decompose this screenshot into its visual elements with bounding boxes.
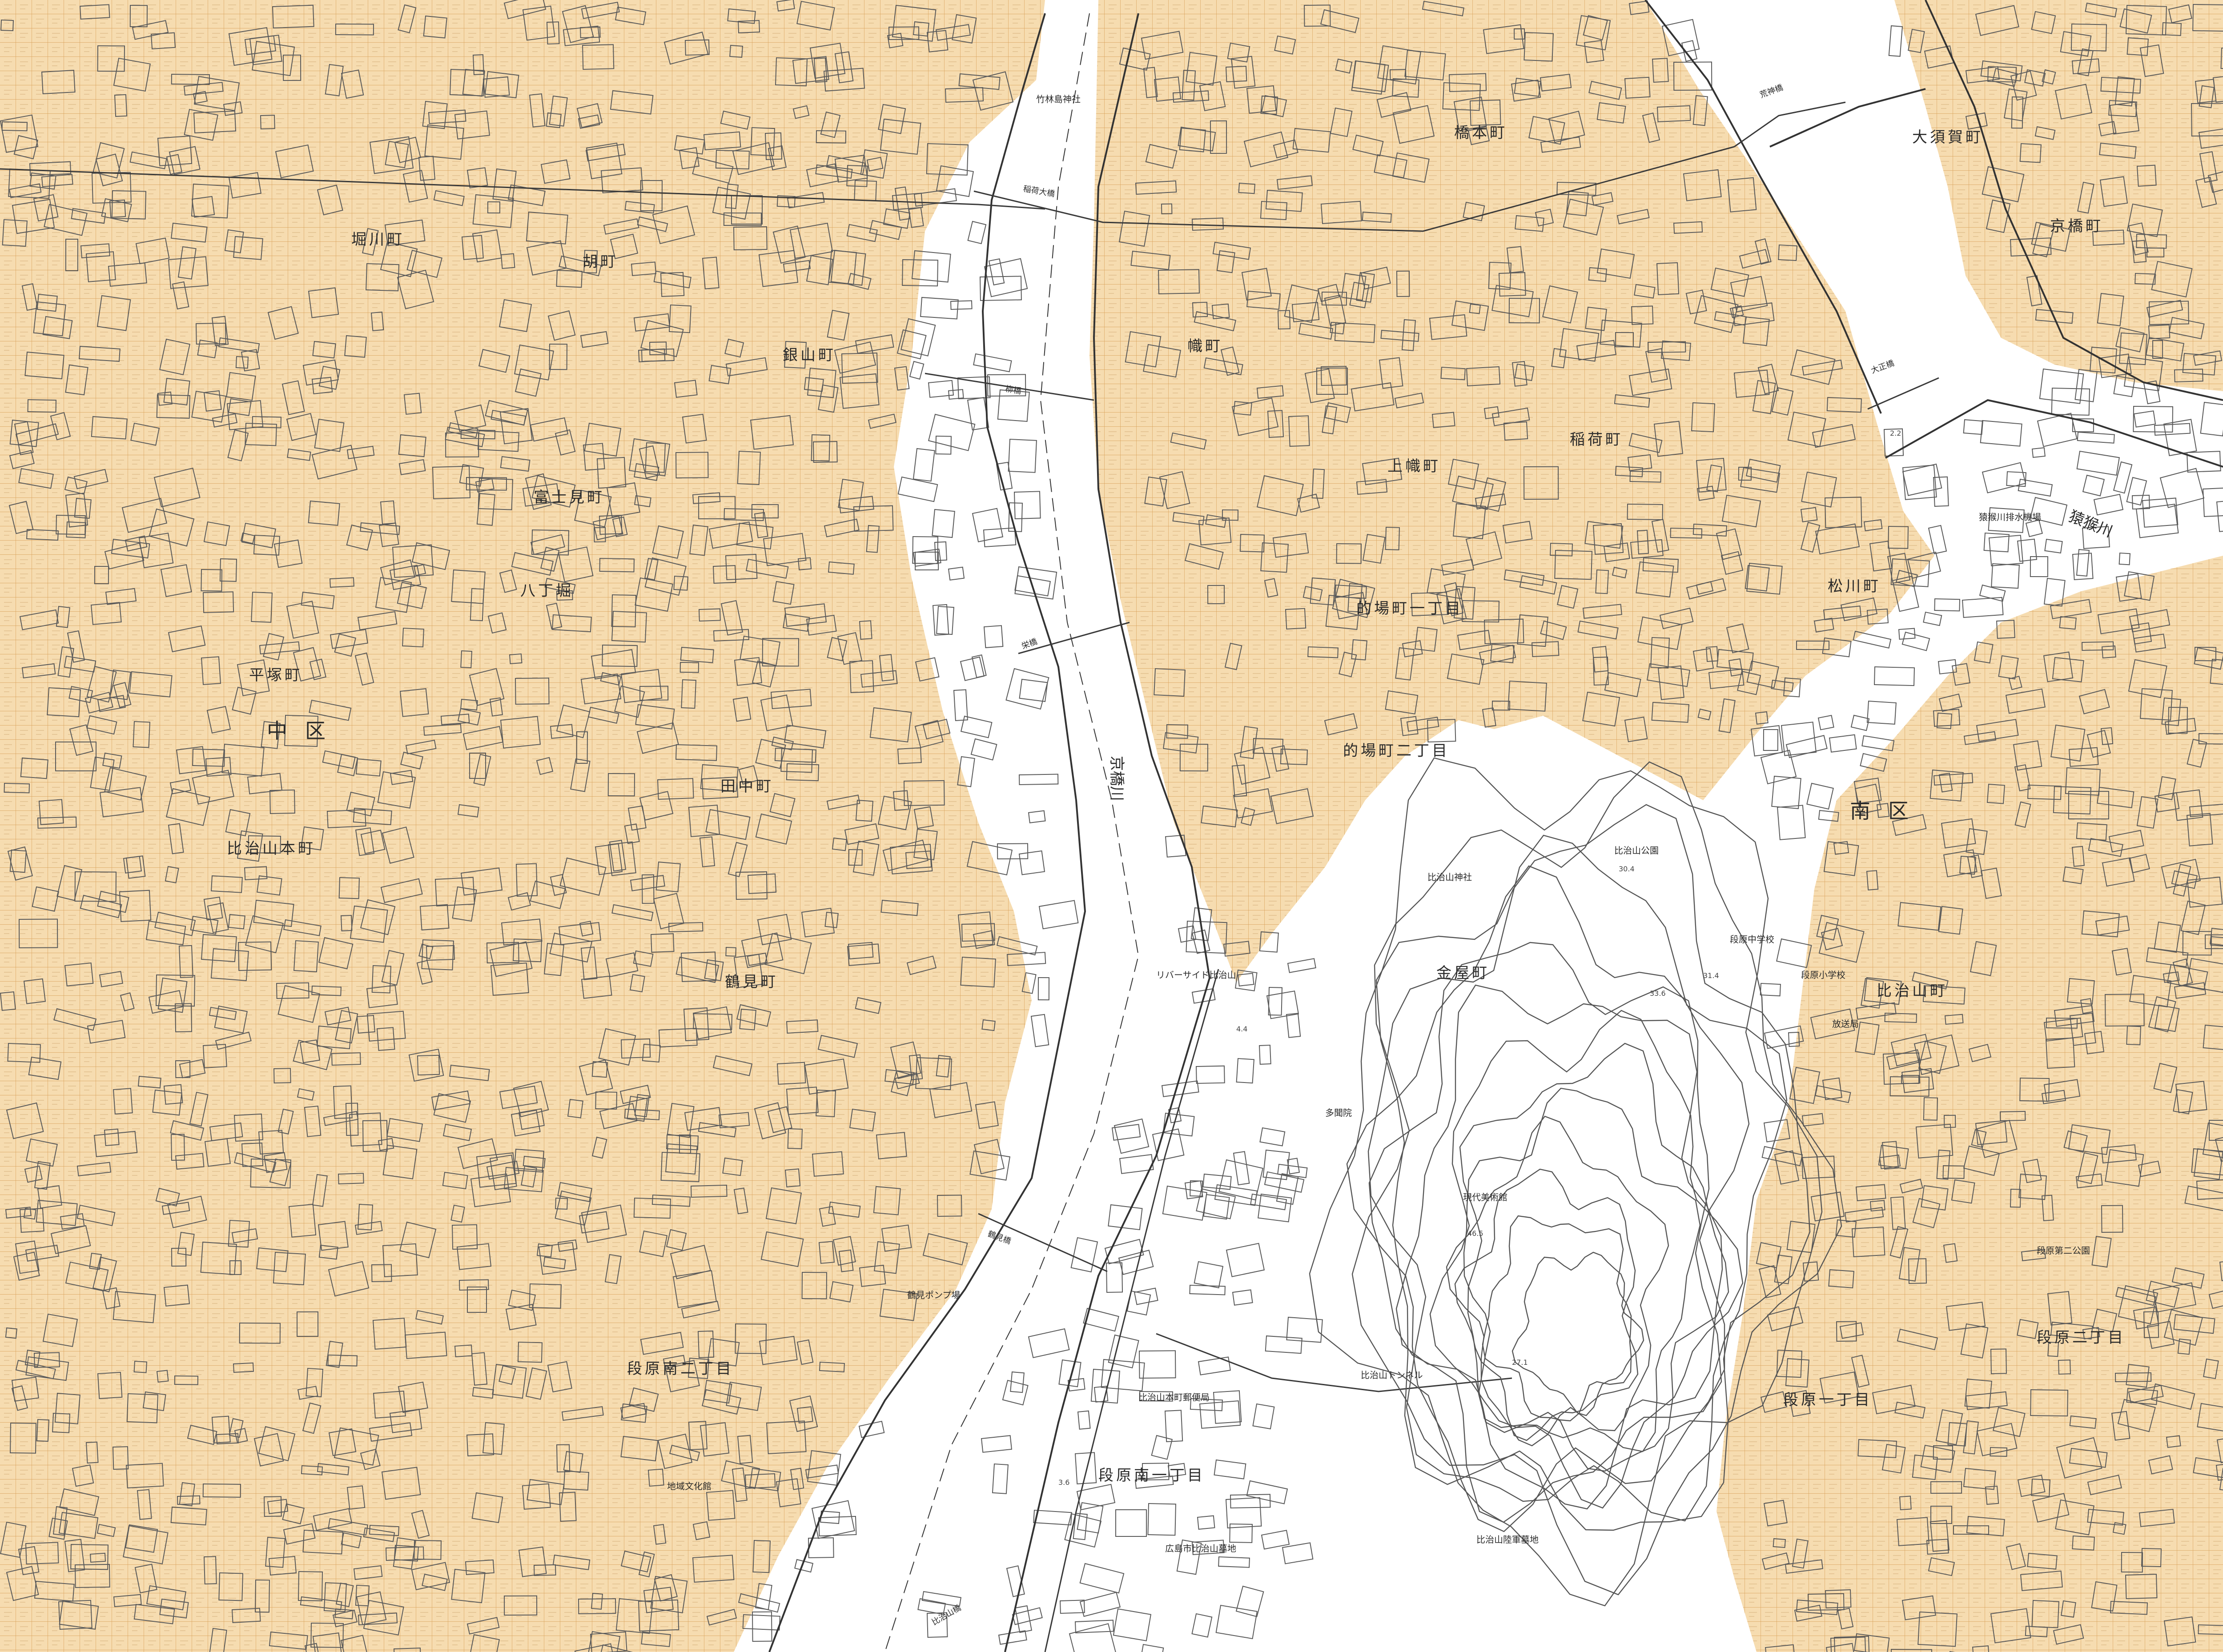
town-label: 松川町 [1828,577,1881,595]
town-label: 段原南二丁目 [627,1360,734,1378]
town-label: 京橋町 [2050,217,2103,235]
landmark-label: 比治山陸軍墓地 [1476,1534,1539,1545]
town-label: 的場町一丁目 [1356,600,1463,617]
district-label: 南区 [1850,799,1926,823]
landmark-label: 広島市比治山墓地 [1165,1543,1236,1554]
district-label: 中区 [267,719,343,743]
town-label: 田中町 [720,778,774,795]
elevation-label: 46.5 [1467,1229,1483,1238]
town-label: 胡町 [583,253,618,271]
landmark-label: 現代美術館 [1463,1192,1507,1203]
landmark-label: 放送局 [1832,1018,1859,1029]
landmark-label: 段原中学校 [1730,934,1774,945]
town-label: 大須賀町 [1912,128,1983,146]
landmark-label: 段原第二公園 [2037,1245,2090,1256]
town-label: 上幟町 [1387,457,1441,475]
landmark-label: 段原小学校 [1801,970,1845,980]
town-label: 段原一丁目 [1783,1391,1872,1409]
town-label: 銀山町 [783,346,836,364]
river-label: 京橋川 [1108,756,1126,801]
town-label: 段原二丁目 [2037,1329,2126,1347]
town-label: 稲荷町 [1570,431,1623,449]
elevation-label: 2.2 [1890,429,1901,437]
town-label: 富士見町 [534,489,605,506]
landmark-label: 地域文化館 [667,1481,712,1492]
road-network [0,101,1939,1652]
landmark-label: 比治山神社 [1427,872,1472,882]
town-label: 堀川町 [351,231,405,249]
landmark-label: 比治山公園 [1614,845,1659,856]
elevation-label: 31.4 [1703,971,1719,980]
hiji-yama-contours [1309,757,1842,1607]
town-label: 鶴見町 [725,973,778,991]
landmark-label: 猿猴川排水機場 [1979,512,2041,522]
saruko-river-banks [1644,0,2223,468]
landmark-label: 竹林島神社 [1036,94,1081,104]
elevation-label: 30.4 [1619,865,1635,873]
town-label: 橋本町 [1454,124,1507,142]
town-label: 的場町二丁目 [1343,742,1450,760]
landmark-label: 多聞院 [1325,1107,1352,1118]
elevation-label: 3.6 [1058,1478,1069,1487]
elevation-label: 4.4 [1236,1025,1247,1033]
elevation-label: 33.6 [1650,989,1666,998]
town-label: 八丁堀 [520,582,574,600]
town-label: 段原南一丁目 [1098,1467,1205,1484]
town-label: 比治山町 [1877,982,1948,1000]
town-label: 平塚町 [249,666,302,684]
landmark-label: 鶴見ポンプ場 [907,1290,960,1300]
town-label: 比治山本町 [227,840,316,858]
landmark-label: リバーサイド比治山 [1156,970,1236,980]
town-label: 金屋町 [1436,964,1490,982]
town-label: 幟町 [1187,337,1223,355]
landmark-label: 比治山トンネル [1361,1370,1423,1380]
landmark-label: 比治山本町郵便局 [1138,1392,1210,1403]
elevation-label: 27.1 [1512,1358,1528,1367]
kyobashi-river-banks [768,13,1211,1652]
